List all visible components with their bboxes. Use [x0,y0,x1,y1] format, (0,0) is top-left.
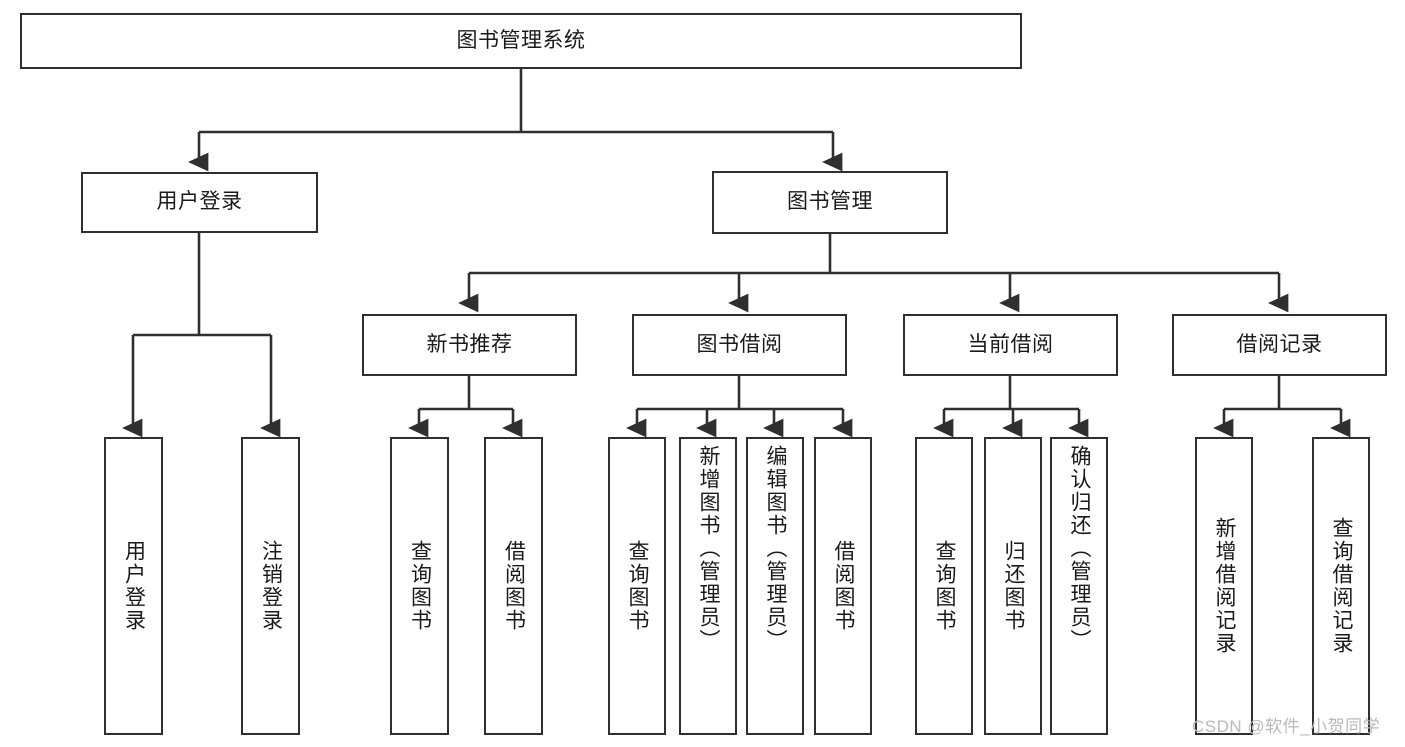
node-leaf-confirm-return-label: 确认归还（管理员） [1068,445,1092,652]
node-book-management[interactable]: 图书管理 [712,171,948,234]
node-leaf-confirm-return[interactable]: 确认归还（管理员） [1050,437,1108,735]
node-leaf-query-book-1[interactable]: 查询图书 [390,437,449,735]
node-root-label: 图书管理系统 [456,28,586,52]
node-leaf-query-record[interactable]: 查询借阅记录 [1312,437,1370,735]
node-user-login-label: 用户登录 [156,190,243,214]
node-leaf-edit-book-label: 编辑图书（管理员） [764,445,788,652]
node-leaf-return-book-label: 归还图书 [1002,540,1026,632]
node-borrow-record[interactable]: 借阅记录 [1172,314,1387,376]
node-leaf-query-book-3[interactable]: 查询图书 [915,437,973,735]
node-user-login[interactable]: 用户登录 [81,172,318,233]
node-leaf-user-login[interactable]: 用户登录 [104,437,163,735]
node-leaf-logout-label: 注销登录 [259,540,283,632]
csdn-watermark: CSDN @软件_小贺同学 [1192,717,1381,736]
node-leaf-user-login-label: 用户登录 [122,540,146,632]
node-leaf-add-book[interactable]: 新增图书（管理员） [679,437,737,735]
node-leaf-edit-book[interactable]: 编辑图书（管理员） [746,437,804,735]
node-current-borrow[interactable]: 当前借阅 [903,314,1118,376]
node-leaf-query-book-1-label: 查询图书 [408,540,432,632]
node-root[interactable]: 图书管理系统 [20,13,1022,69]
node-leaf-borrow-book-1[interactable]: 借阅图书 [484,437,543,735]
node-leaf-logout[interactable]: 注销登录 [241,437,300,735]
node-leaf-query-record-label: 查询借阅记录 [1330,517,1354,655]
node-new-book-recommend-label: 新书推荐 [426,332,513,356]
node-book-borrow[interactable]: 图书借阅 [632,314,847,376]
node-book-management-label: 图书管理 [787,190,873,214]
node-leaf-add-book-label: 新增图书（管理员） [697,445,721,652]
node-leaf-query-book-2[interactable]: 查询图书 [608,437,666,735]
node-leaf-query-book-2-label: 查询图书 [626,540,650,632]
node-leaf-add-record[interactable]: 新增借阅记录 [1195,437,1253,735]
node-leaf-borrow-book-2[interactable]: 借阅图书 [814,437,872,735]
node-leaf-return-book[interactable]: 归还图书 [984,437,1042,735]
node-book-borrow-label: 图书借阅 [696,332,783,356]
node-new-book-recommend[interactable]: 新书推荐 [362,314,577,376]
node-leaf-borrow-book-1-label: 借阅图书 [502,540,526,632]
node-leaf-add-record-label: 新增借阅记录 [1213,517,1237,655]
node-current-borrow-label: 当前借阅 [967,332,1054,356]
node-leaf-borrow-book-2-label: 借阅图书 [832,540,856,632]
node-leaf-query-book-3-label: 查询图书 [933,540,957,632]
node-borrow-record-label: 借阅记录 [1236,332,1323,356]
